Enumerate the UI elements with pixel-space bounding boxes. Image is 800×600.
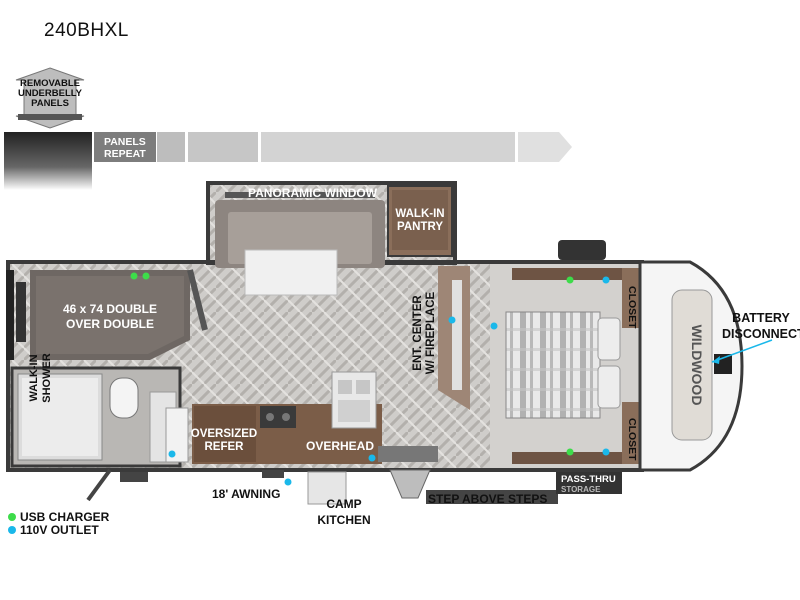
legend-usb: USB CHARGER xyxy=(8,510,109,524)
entry-steps xyxy=(389,469,431,499)
bunk-label: 46 x 74 DOUBLE OVER DOUBLE xyxy=(40,302,180,332)
brand-logo xyxy=(671,289,713,441)
ent-center-line-1: ENT. CENTER xyxy=(412,295,424,371)
camp-kitchen-line-2: KITCHEN xyxy=(317,513,371,527)
camp-kitchen-line-1: CAMP xyxy=(326,497,362,511)
shower-label: WALK-IN SHOWER xyxy=(28,336,54,420)
closet-top xyxy=(622,268,640,328)
pillow-2 xyxy=(597,365,621,409)
outlet-dot xyxy=(448,316,456,324)
outlet-legend-label: 110V OUTLET xyxy=(20,523,99,537)
battery-arrow xyxy=(711,339,773,363)
closet-top-label: CLOSET xyxy=(626,286,638,329)
usb-dot xyxy=(566,276,574,284)
rear-bumper xyxy=(16,282,26,342)
toilet xyxy=(109,377,139,419)
storage-line: STORAGE xyxy=(561,485,601,494)
outlet-dot xyxy=(284,478,292,486)
pantry-line-1: WALK-IN xyxy=(395,208,445,220)
panel-block-2 xyxy=(188,132,258,162)
pass-thru-line: PASS-THRU xyxy=(561,474,616,485)
bunk-line-1: 46 x 74 DOUBLE xyxy=(62,302,158,316)
bedroom-slide-top xyxy=(558,240,606,260)
usb-dot xyxy=(130,272,138,280)
ent-center-line-2: W/ FIREPLACE xyxy=(425,291,437,375)
underbelly-arrow-icon xyxy=(15,67,85,129)
panels-repeat-label: PANELS REPEAT xyxy=(104,136,146,160)
refer-line-2: REFER xyxy=(204,441,244,453)
table xyxy=(244,249,338,296)
shower-line-2: SHOWER xyxy=(41,353,53,403)
awning-mount xyxy=(262,470,284,478)
battery-line-2: DISCONNECT xyxy=(722,327,800,341)
underbelly-label: REMOVABLE UNDERBELLY PANELS xyxy=(14,79,86,109)
step-above-steps xyxy=(426,490,558,504)
camp-kitchen-label: CAMP KITCHEN xyxy=(312,496,376,528)
outlet-dot xyxy=(602,276,610,284)
outlet-dot xyxy=(602,448,610,456)
panel-dark xyxy=(4,132,92,190)
refer-line-1: OVERSIZED xyxy=(190,428,258,440)
pillow-1 xyxy=(597,317,621,361)
entry-door xyxy=(378,446,438,462)
panel-block-1 xyxy=(157,132,185,162)
outlet-dot xyxy=(168,450,176,458)
closet-bottom-label: CLOSET xyxy=(626,418,638,461)
stove xyxy=(260,406,296,428)
panels-repeat-line-1: PANELS xyxy=(104,136,146,148)
overhead-label: OVERHEAD xyxy=(306,439,375,453)
panoramic-window-bar xyxy=(225,192,375,198)
panel-repeat-block xyxy=(94,132,156,162)
panel-strip xyxy=(4,132,572,190)
underbelly-line-1: REMOVABLE xyxy=(20,78,80,89)
panel-arrow xyxy=(518,132,572,162)
underbelly-line-2: UNDERBELLY xyxy=(17,88,83,99)
bottom-wardrobe xyxy=(512,452,622,464)
pantry-label: WALK-IN PANTRY xyxy=(390,208,450,234)
outlet-legend-icon xyxy=(8,526,16,534)
battery-line-1: BATTERY xyxy=(732,311,790,325)
legend-outlet: 110V OUTLET xyxy=(8,523,99,537)
top-wardrobe xyxy=(512,268,622,280)
refrigerator xyxy=(194,406,256,462)
panoramic-window-label: PANORAMIC WINDOW xyxy=(248,186,378,200)
model-title: 240BHXL xyxy=(44,20,129,41)
usb-legend-label: USB CHARGER xyxy=(20,510,110,524)
usb-dot xyxy=(142,272,150,280)
closet-bottom xyxy=(622,402,640,464)
step-label: STEP ABOVE STEPS xyxy=(428,492,548,506)
usb-legend-icon xyxy=(8,513,16,521)
shower-line-1: WALK-IN xyxy=(28,354,40,402)
outlet-dot xyxy=(490,322,498,330)
usb-dot xyxy=(566,448,574,456)
queen-bed xyxy=(505,311,601,419)
refer-label: OVERSIZED REFER xyxy=(190,428,258,454)
ent-center-label: ENT. CENTER W/ FIREPLACE xyxy=(412,288,438,378)
underbelly-line-3: PANELS xyxy=(31,98,69,109)
panel-block-3 xyxy=(261,132,515,162)
bath-door xyxy=(165,407,189,463)
pass-thru-storage xyxy=(556,472,622,494)
battery-box xyxy=(714,354,732,374)
pass-thru-label: PASS-THRU STORAGE xyxy=(561,475,616,495)
svg-text:WILDWOOD: WILDWOOD xyxy=(689,325,705,406)
pantry-line-2: PANTRY xyxy=(397,221,443,233)
rear-step xyxy=(86,468,112,502)
panels-repeat-line-2: REPEAT xyxy=(104,148,146,160)
battery-label: BATTERY DISCONNECT xyxy=(722,310,800,342)
bunk-line-2: OVER DOUBLE xyxy=(65,317,154,331)
camp-kitchen-box xyxy=(307,471,347,505)
outlet-dot xyxy=(368,454,376,462)
awning-label: 18' AWNING xyxy=(212,487,281,501)
